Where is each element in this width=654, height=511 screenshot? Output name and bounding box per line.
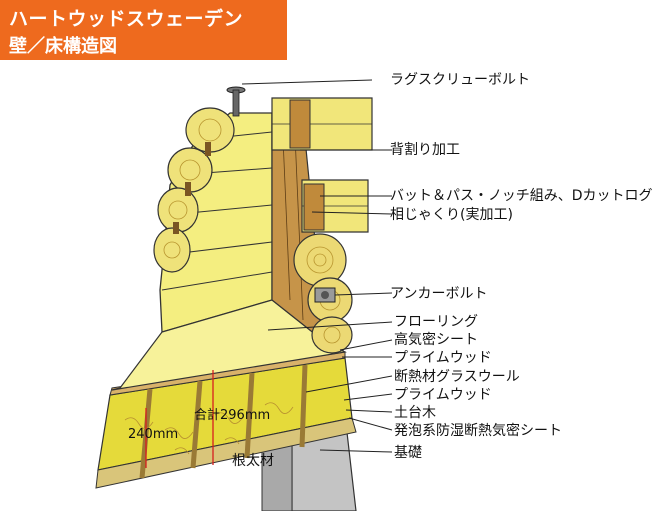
joist-material-label: 根太材: [232, 453, 274, 469]
back-cut-slits: [173, 142, 211, 234]
callout-anchor-bolt: アンカーボルト: [390, 286, 488, 302]
callout-tongue-groove: 相じゃくり(実加工): [390, 207, 513, 223]
log-ends-right: [293, 233, 353, 354]
callout-flooring: フローリング: [394, 314, 478, 330]
callout-primewood-2: プライムウッド: [394, 387, 492, 403]
callout-lag-screw-bolt: ラグスクリューボルト: [390, 72, 530, 88]
anchor-bolt-part: [314, 287, 336, 303]
log-ends-left: [153, 107, 235, 273]
callout-foam-sheet: 発泡系防湿断熱気密シート: [394, 423, 562, 439]
middle-projecting-log: [301, 179, 369, 233]
callout-back-cut: 背割り加工: [390, 142, 460, 158]
callout-airtight-sheet: 高気密シート: [394, 332, 478, 348]
title-line-2: 壁／床構造図: [9, 36, 117, 57]
dimension-joist: 240mm: [128, 427, 179, 442]
callout-insulation: 断熱材グラスウール: [394, 369, 520, 385]
upper-projecting-log: [271, 97, 373, 151]
callout-sill: 土台木: [394, 405, 436, 421]
callout-foundation: 基礎: [394, 445, 422, 461]
title-line-1: ハートウッドスウェーデン: [9, 8, 244, 30]
dimension-lines: [145, 370, 214, 468]
leader-lines: [241, 79, 393, 453]
lag-screw-bolt-part: [226, 86, 246, 117]
dimension-total: 合計296mm: [194, 408, 271, 423]
callout-primewood-1: プライムウッド: [394, 350, 492, 366]
title-banner: ハートウッドスウェーデン 壁／床構造図: [0, 0, 287, 60]
callout-butt-pass-notch: バット＆パス・ノッチ組み、Dカットログ: [390, 188, 653, 204]
